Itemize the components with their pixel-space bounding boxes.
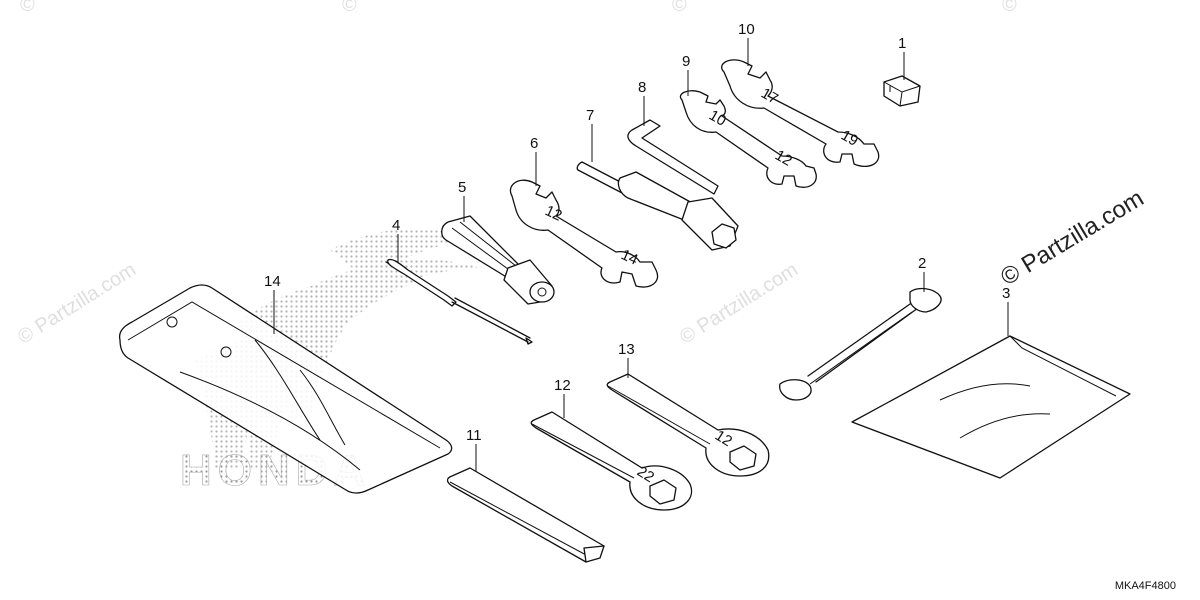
callout-11[interactable]: 11 (466, 427, 482, 444)
part-12-box-wrench[interactable]: 22 (530, 411, 693, 511)
svg-text:22: 22 (634, 463, 657, 486)
part-5-socket-handle[interactable] (441, 215, 555, 305)
part-1-clip[interactable] (883, 75, 921, 107)
leader-lines (273, 38, 1009, 472)
callout-labels: 1 2 3 4 5 6 7 8 9 10 11 12 13 14 (264, 21, 1010, 444)
callout-13[interactable]: 13 (618, 341, 635, 358)
part-13-box-wrench[interactable]: 12 (606, 373, 770, 477)
callout-12[interactable]: 12 (554, 377, 571, 394)
callout-4[interactable]: 4 (392, 217, 400, 234)
part-9-open-wrench[interactable]: 10 12 (679, 90, 817, 188)
part-11-bar[interactable] (446, 467, 605, 563)
watermark-prefix: © (342, 0, 357, 16)
svg-text:12: 12 (772, 147, 795, 170)
watermark-faint-2: © (342, 0, 357, 17)
svg-text:12: 12 (542, 202, 564, 224)
part-2-strap[interactable] (779, 287, 942, 401)
watermark-faint-3: © (672, 0, 687, 17)
part-6-open-wrench[interactable]: 12 14 (509, 179, 659, 288)
part-14-tool-bag[interactable] (118, 284, 453, 494)
svg-text:14: 14 (618, 246, 640, 268)
callout-5[interactable]: 5 (458, 179, 466, 196)
watermark-prefix: © (20, 0, 35, 16)
part-7-socket-wrench[interactable] (576, 161, 739, 251)
svg-text:10: 10 (706, 107, 729, 130)
part-3-manual[interactable] (851, 335, 1131, 479)
callout-14[interactable]: 14 (264, 273, 281, 290)
watermark-prefix: © (672, 0, 687, 16)
part-8-hex-key[interactable] (627, 119, 719, 195)
part-4-screwdriver[interactable] (385, 258, 533, 345)
watermark-faint-4: © (1002, 0, 1017, 17)
svg-text:12: 12 (712, 427, 735, 450)
callout-7[interactable]: 7 (586, 107, 594, 124)
callout-8[interactable]: 8 (638, 79, 646, 96)
svg-text:17: 17 (758, 85, 781, 108)
watermark-faint-1: © (20, 0, 35, 17)
callout-1[interactable]: 1 (898, 35, 906, 52)
diagram-code: MKA4F4800 (1114, 580, 1176, 592)
callout-10[interactable]: 10 (738, 21, 755, 38)
part-10-open-wrench[interactable]: 17 19 (721, 59, 880, 167)
watermark-prefix: © (1002, 0, 1017, 16)
callout-6[interactable]: 6 (530, 135, 538, 152)
callout-3[interactable]: 3 (1002, 285, 1010, 302)
callout-2[interactable]: 2 (918, 255, 926, 272)
callout-9[interactable]: 9 (682, 53, 690, 70)
svg-text:19: 19 (838, 127, 861, 150)
